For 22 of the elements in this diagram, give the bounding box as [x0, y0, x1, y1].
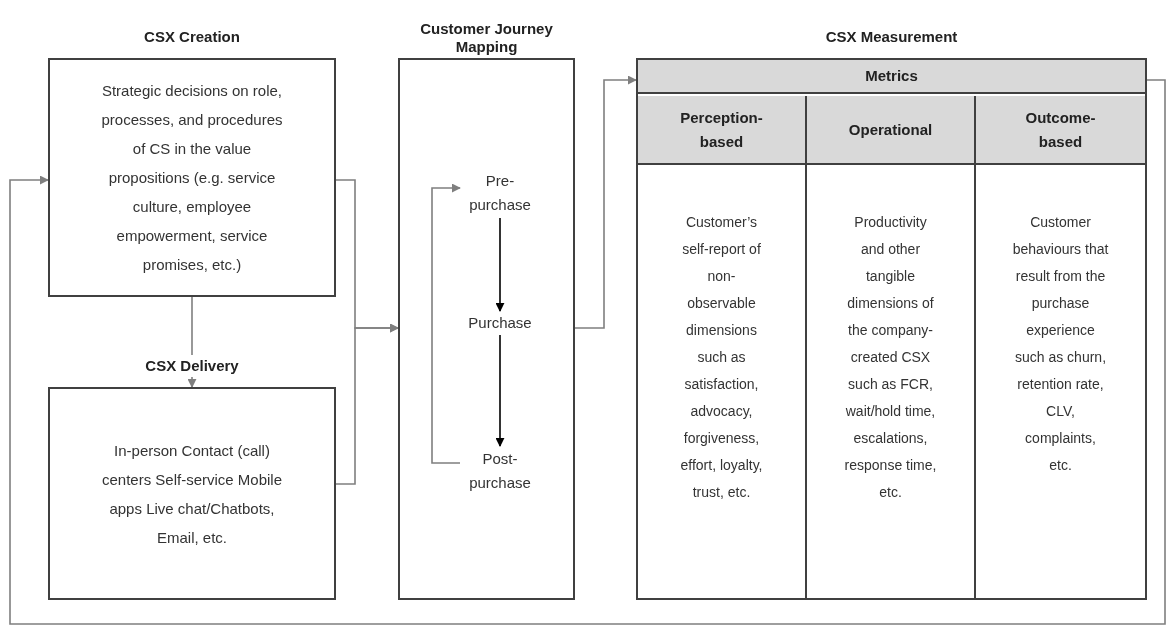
- stage-label: Post-purchase: [460, 446, 540, 496]
- table-heading: CSX Measurement: [825, 26, 958, 47]
- arrow: [495, 217, 505, 312]
- column-text: Productivity and other tangible dimensions of the company-created CSX such as FCR, wait/hold time, escalations, response time, etc.: [843, 213, 938, 502]
- column-header: Outcome-based: [976, 96, 1145, 165]
- arrow: [495, 334, 505, 447]
- table-header-band: Metrics: [638, 60, 1145, 94]
- arrow: [431, 183, 461, 464]
- box-text: Strategic decisions on role, processes, and procedures of CS in the value propositions (e.g. service culture, employee empowerment, service promises, etc.): [100, 81, 284, 275]
- column-header: Perception-based: [638, 96, 805, 165]
- arrow: [335, 323, 399, 485]
- column-header: Operational: [807, 96, 974, 165]
- frame-heading: Customer Journey Mapping: [419, 20, 554, 56]
- box-text: In-person Contact (call) centers Self-service Mobile apps Live chat/Chatbots, Email, etc.: [100, 440, 284, 548]
- stage-label: Purchase: [460, 311, 540, 335]
- arrow: [574, 75, 637, 329]
- column-text: Customer behaviours that result from the purchase experience such as churn, retention rate, CLV, complaints, etc.: [1012, 213, 1109, 475]
- column-text: Customer’s self-report of non-observable dimensions such as satisfaction, advocacy, forgiveness, effort, loyalty, trust, etc.: [679, 213, 764, 502]
- stage-label: Pre-purchase: [460, 168, 540, 218]
- metric-column: [638, 96, 807, 598]
- arrow: [9, 79, 1166, 625]
- metric-column: [807, 96, 976, 598]
